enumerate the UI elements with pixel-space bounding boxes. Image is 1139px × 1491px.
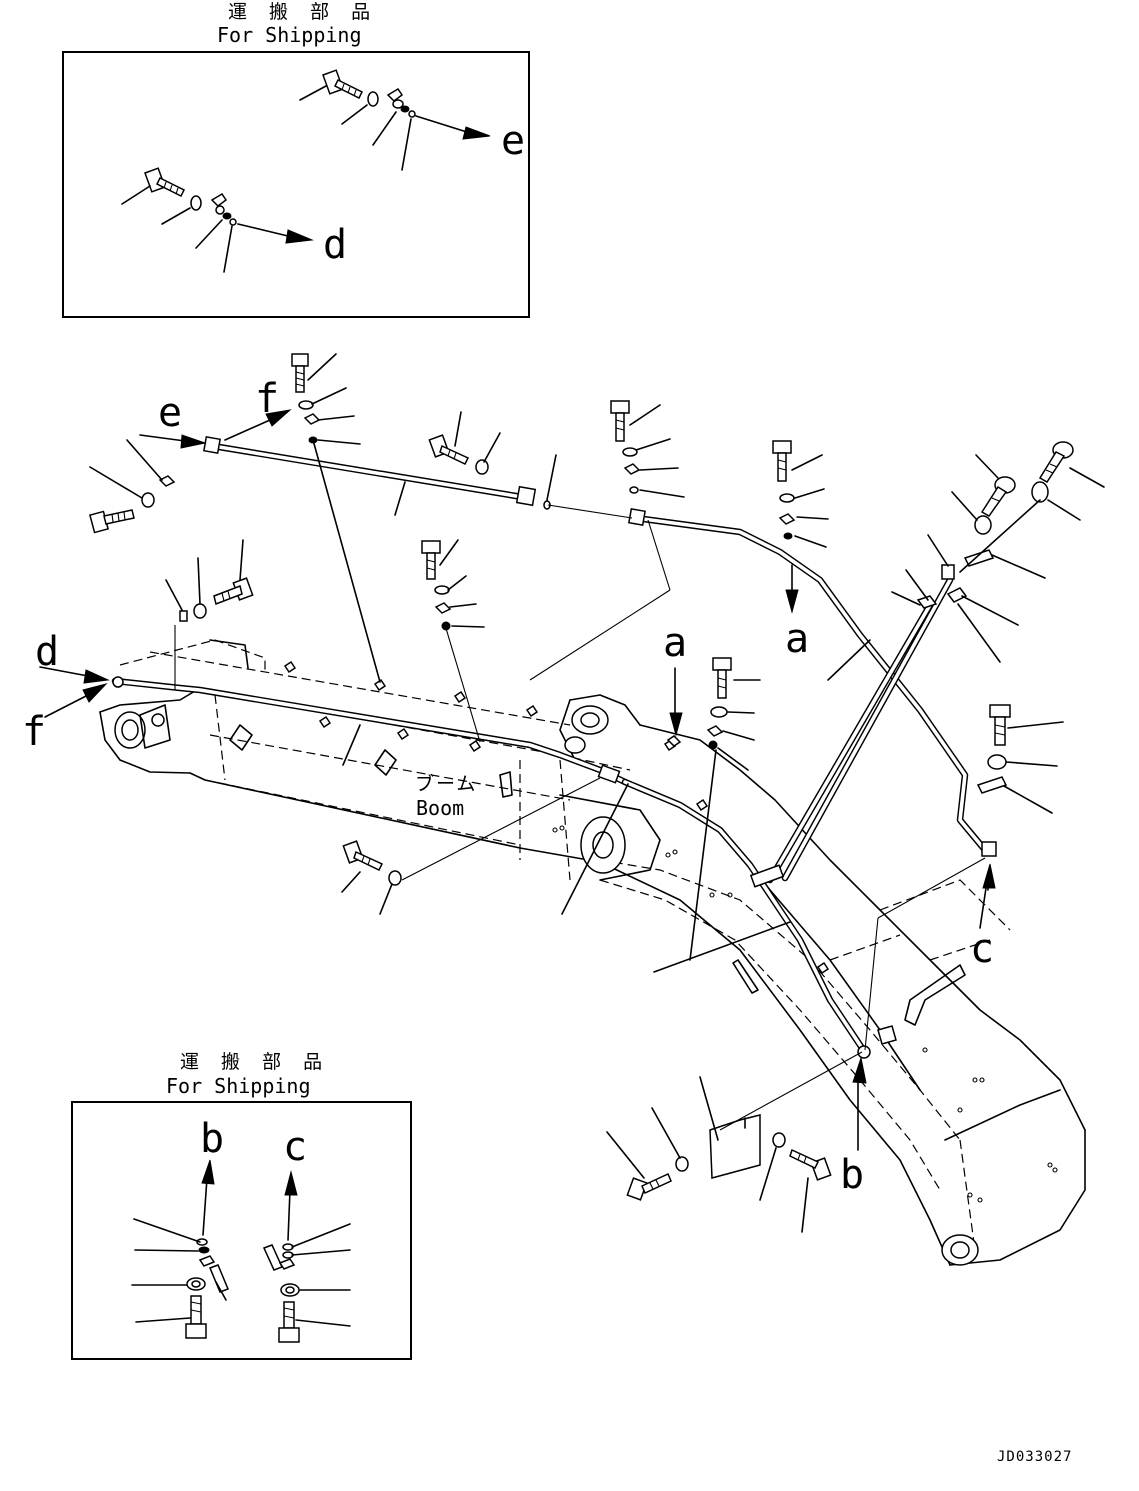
- letter-c: c: [283, 1124, 307, 1170]
- bolt-icon: [185, 1295, 207, 1339]
- shipping-label-jp-top: 運 搬 部 品: [228, 1, 378, 23]
- bolt-icon: [213, 577, 254, 606]
- bolt-icon: [342, 840, 384, 871]
- bolt-icon: [278, 1301, 300, 1343]
- letter-d: d: [35, 629, 59, 675]
- bolt-icon: [1038, 441, 1074, 484]
- bolt-icon: [428, 434, 470, 465]
- bolt-icon: [144, 167, 186, 198]
- letter-a: a: [785, 616, 809, 662]
- letter-b: b: [200, 1116, 224, 1162]
- letter-b: b: [840, 1152, 864, 1198]
- drawing-code: JD033027: [997, 1449, 1072, 1465]
- letter-f: f: [22, 709, 46, 755]
- shipping-box-top: 運 搬 部 品 For Shipping e: [62, 1, 530, 318]
- bolt-icon: [291, 353, 309, 393]
- bolt-icon: [626, 1172, 672, 1201]
- hydraulic-pipes: [111, 436, 997, 1059]
- letter-c: c: [970, 926, 994, 972]
- washer-icon: [367, 91, 379, 107]
- bolt-icon: [712, 657, 732, 699]
- bolt-icon: [421, 540, 441, 580]
- bolt-icon: [980, 476, 1016, 517]
- letter-d: d: [323, 222, 347, 268]
- bolt-icon: [610, 400, 630, 442]
- shipping-label-jp-bottom: 運 搬 部 品: [180, 1051, 330, 1073]
- bolt-icon: [88, 509, 135, 534]
- letter-e: e: [158, 390, 182, 436]
- boom-label-en: Boom: [416, 796, 464, 820]
- bolt-icon: [322, 69, 364, 100]
- boom-body: ブーム Boom: [99, 639, 1086, 1266]
- shipping-box-bottom: 運 搬 部 品 For Shipping b c: [71, 1051, 412, 1360]
- bolt-icon: [772, 440, 792, 482]
- clamp-icon: [210, 192, 228, 207]
- letter-e: e: [501, 118, 525, 164]
- bolt-icon: [989, 704, 1011, 746]
- washer-icon: [190, 195, 202, 211]
- fastener-sets: a: [22, 353, 1105, 1233]
- shipping-label-en-bottom: For Shipping: [166, 1074, 311, 1098]
- shipping-label-en-top: For Shipping: [217, 23, 362, 47]
- letter-a: a: [663, 620, 687, 666]
- clamp-icon: [386, 87, 404, 102]
- boom-label-jp: ブーム: [415, 772, 477, 795]
- bolt-icon: [789, 1148, 832, 1181]
